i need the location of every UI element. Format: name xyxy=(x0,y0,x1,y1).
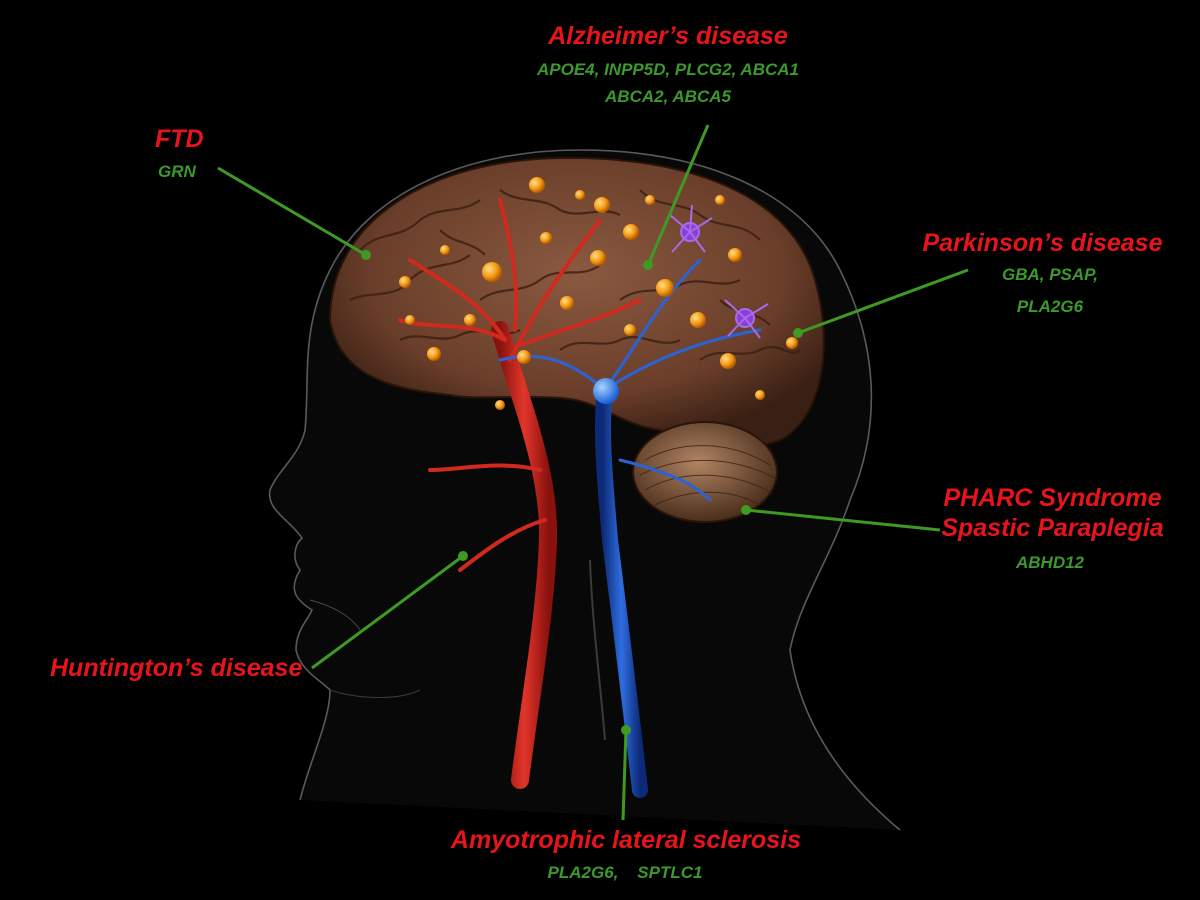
leader-huntingtons-dot xyxy=(458,551,468,561)
neuron-glow xyxy=(427,347,441,361)
neuron-glow xyxy=(440,245,450,255)
neuron-glow xyxy=(728,248,742,262)
neuron-glow xyxy=(755,390,765,400)
leader-als xyxy=(621,729,628,821)
neuron-glow xyxy=(786,337,798,349)
neuron-glow xyxy=(405,315,415,325)
label-parkinsons: Parkinson’s disease xyxy=(922,229,1163,257)
neuron-cluster xyxy=(399,177,798,410)
vein-tree xyxy=(498,258,762,798)
leader-als-dot xyxy=(621,725,631,735)
neuron-glow xyxy=(399,276,411,288)
leader-alzheimers xyxy=(646,124,710,266)
blue-node xyxy=(593,378,619,404)
genes-alzheimers-line1: APOE4, INPP5D, PLCG2, ABCA1 xyxy=(537,60,799,79)
neuron-glow xyxy=(464,314,476,326)
leader-pharc xyxy=(745,508,941,532)
purple-neuron-cells xyxy=(669,204,769,339)
neuron-glow xyxy=(715,195,725,205)
leader-lines xyxy=(217,124,969,821)
label-pharc-line2: Spastic Paraplegia xyxy=(941,514,1164,542)
spinal-column xyxy=(589,559,606,741)
artery-tree xyxy=(398,198,642,789)
cerebrum xyxy=(328,156,825,448)
genes-parkinsons-line2: PLA2G6 xyxy=(1016,297,1084,316)
neuron-glow xyxy=(529,177,545,193)
neuron-glow xyxy=(623,224,639,240)
neuron-glow xyxy=(517,350,531,364)
leader-parkinsons xyxy=(797,268,969,335)
leader-pharc-dot xyxy=(741,505,751,515)
neuron-glow xyxy=(590,250,606,266)
label-als: Amyotrophic lateral sclerosis xyxy=(450,826,802,854)
leader-parkinsons-dot xyxy=(793,328,803,338)
leader-ftd xyxy=(217,166,367,257)
genes-pharc: ABHD12 xyxy=(1015,553,1085,572)
neuron-glow xyxy=(495,400,505,410)
genes-als: PLA2G6, SPTLC1 xyxy=(547,863,703,882)
genes-alzheimers-line2: ABCA2, ABCA5 xyxy=(605,87,731,106)
label-huntingtons: Huntington’s disease xyxy=(50,654,303,682)
neuron-glow xyxy=(575,190,585,200)
label-ftd: FTD xyxy=(155,125,204,153)
neuron-glow xyxy=(540,232,552,244)
label-alzheimers: Alzheimer’s disease xyxy=(548,22,788,50)
neuron-glow xyxy=(720,353,736,369)
cerebellum xyxy=(632,421,778,523)
leader-huntingtons xyxy=(311,554,464,670)
neuron-glow xyxy=(624,324,636,336)
neuron-glow xyxy=(482,262,502,282)
neuron-glow xyxy=(656,279,674,297)
neuron-glow xyxy=(690,312,706,328)
genes-ftd: GRN xyxy=(158,162,196,181)
leader-ftd-dot xyxy=(361,250,371,260)
neuron-glow xyxy=(560,296,574,310)
neuron-glow xyxy=(645,195,655,205)
leader-alzheimers-dot xyxy=(643,260,653,270)
genes-parkinsons-line1: GBA, PSAP, xyxy=(1001,265,1099,284)
neuron-glow xyxy=(594,197,610,213)
label-pharc-line1: PHARC Syndrome xyxy=(943,484,1162,512)
